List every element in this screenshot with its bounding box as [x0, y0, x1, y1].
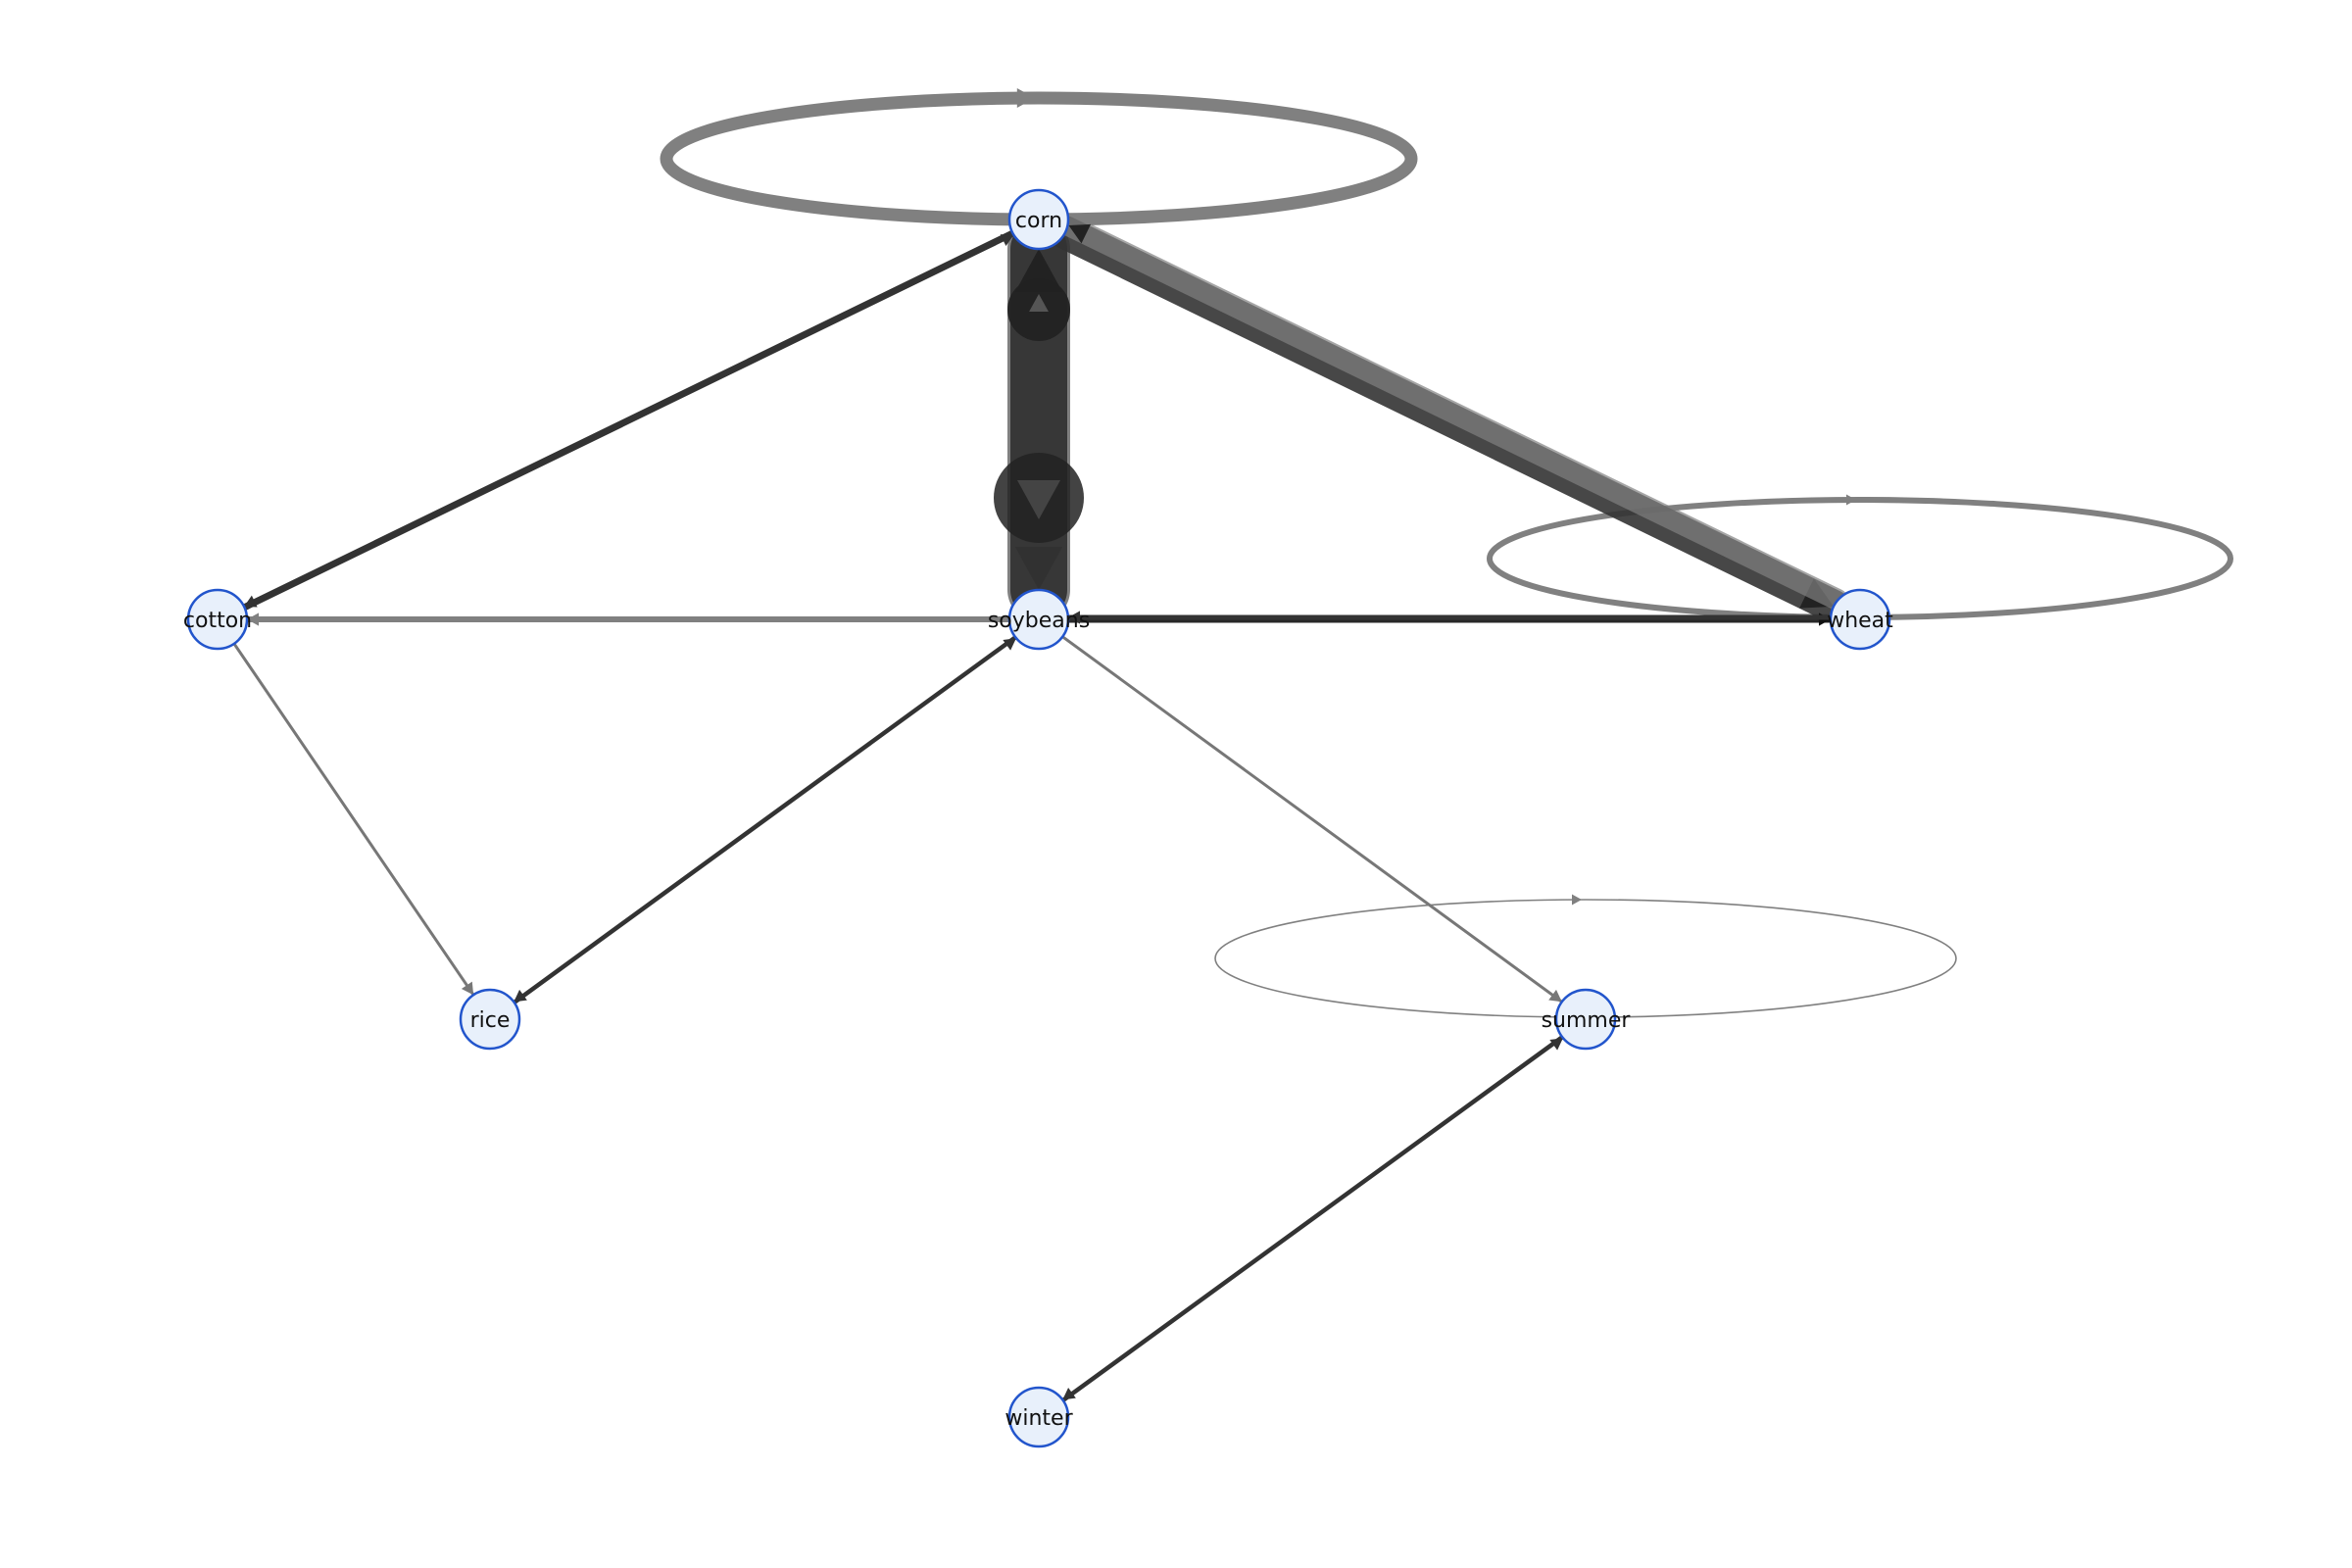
node-soybeans: soybeans — [988, 588, 1090, 651]
node-summer-circle — [1554, 988, 1617, 1051]
node-wheat: wheat — [1827, 588, 1893, 651]
edge-cotton-to-corn-arrow — [1000, 234, 1014, 247]
edge-rice-to-soybeans-arrow — [1003, 638, 1016, 651]
node-winter-label: winter — [1004, 1406, 1073, 1431]
edge-soybeans-to-rice-arrow — [514, 989, 527, 1003]
edge-corn-to-cotton — [241, 229, 1015, 610]
node-cotton-circle — [186, 588, 249, 651]
node-rice-circle — [459, 988, 521, 1051]
node-soybeans-label: soybeans — [988, 609, 1090, 633]
node-winter: winter — [1004, 1386, 1074, 1448]
edge-summer-to-summer-arrow — [1572, 894, 1582, 906]
node-soybeans-circle — [1007, 588, 1070, 651]
edge-wheat-to-soybeans-arrow — [1068, 611, 1080, 624]
edge-cotton-to-rice-arrow — [461, 981, 474, 996]
node-wheat-circle — [1829, 588, 1891, 651]
node-corn-label: corn — [1015, 209, 1062, 233]
nodes-layer: corn cotton soybeans wheat rice summer winter — [183, 188, 1893, 1448]
node-corn: corn — [1007, 188, 1070, 251]
node-cotton: cotton — [183, 588, 252, 651]
node-corn-circle — [1007, 188, 1070, 251]
edge-cotton-to-rice — [232, 642, 475, 997]
edge-soybeans-to-corn-arrow-mark — [1029, 294, 1049, 312]
edge-wheat-to-wheat-arrow — [1846, 494, 1856, 506]
edge-corn-to-corn-arrow — [1016, 87, 1035, 109]
edge-wheat-to-corn-arrow — [1068, 223, 1092, 244]
edge-cotton-to-corn — [243, 233, 1015, 612]
edge-winter-to-summer — [1062, 1037, 1564, 1402]
node-rice: rice — [459, 988, 521, 1051]
node-summer-label: summer — [1542, 1008, 1632, 1033]
node-winter-circle — [1007, 1386, 1070, 1448]
node-rice-label: rice — [470, 1008, 511, 1033]
edge-winter-to-summer-arrow — [1549, 1038, 1563, 1051]
edge-soybeans-to-summer-arrow — [1548, 989, 1562, 1003]
node-wheat-label: wheat — [1827, 609, 1893, 633]
edge-summer-to-winter-arrow — [1062, 1387, 1076, 1400]
edges-layer — [232, 87, 2233, 1402]
edge-corn-to-soybeans-arrow-mark — [1017, 480, 1060, 519]
node-cotton-label: cotton — [183, 609, 252, 633]
edge-soybeans-to-rice — [512, 635, 1017, 1004]
edge-rice-to-soybeans — [514, 637, 1017, 1004]
edge-soybeans-to-cotton-arrow — [247, 612, 259, 626]
node-summer: summer — [1542, 988, 1632, 1051]
edge-soybeans-to-summer — [1060, 635, 1564, 1004]
edge-summer-to-winter — [1060, 1035, 1564, 1401]
edge-wheat-to-corn — [1057, 214, 1848, 611]
